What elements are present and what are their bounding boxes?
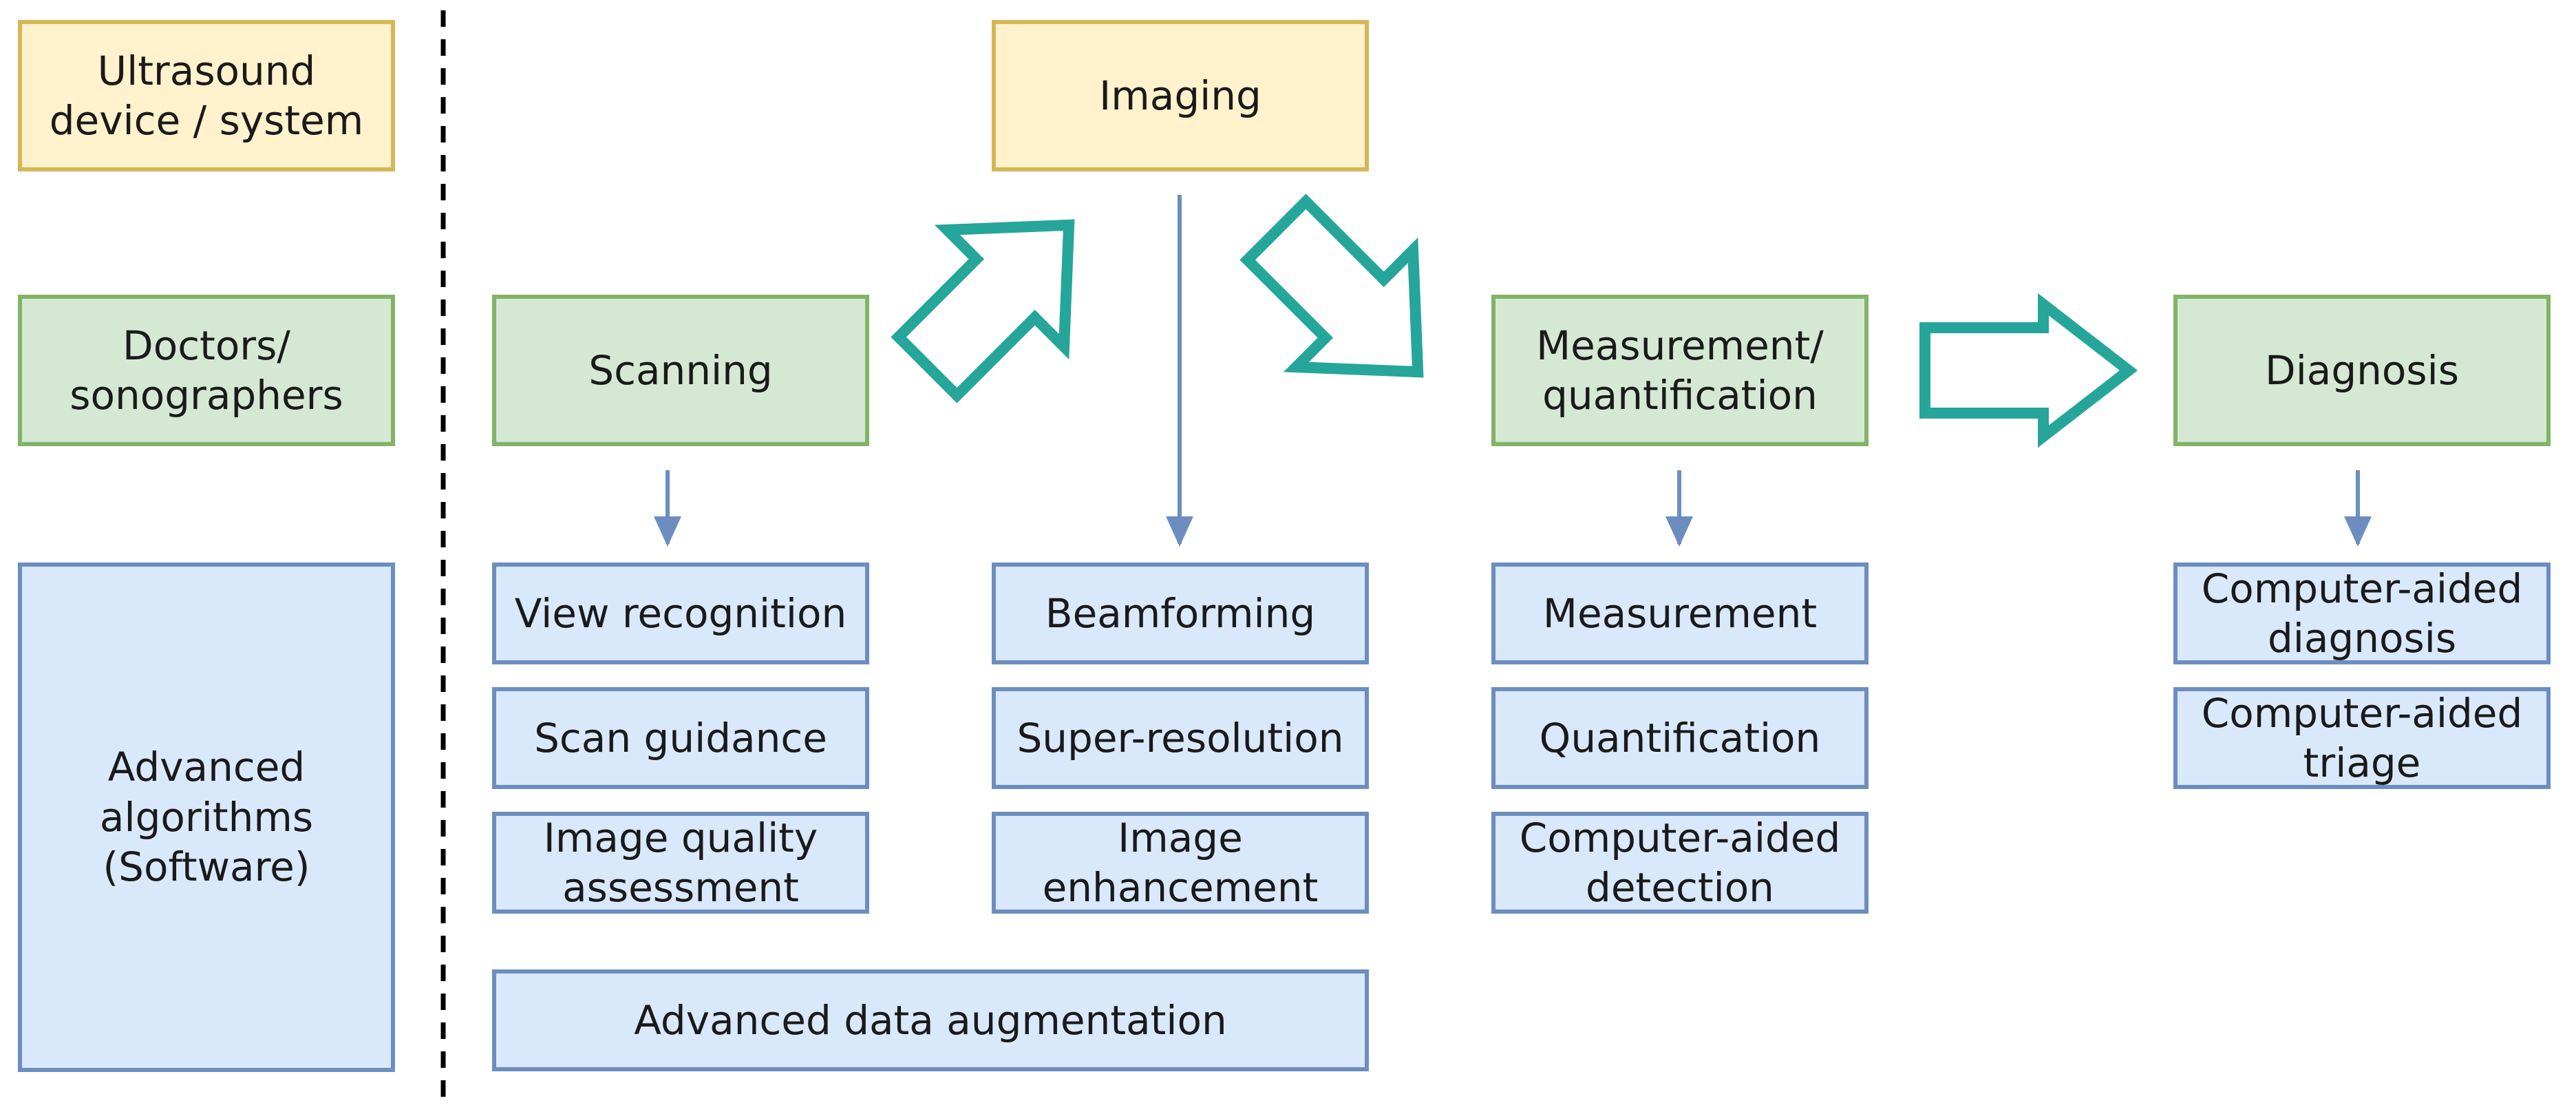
step-measurement-quantification: Measurement/ quantification: [1491, 295, 1869, 446]
algo-advanced-data-augmentation: Advanced data augmentation: [492, 969, 1369, 1071]
legend-ultrasound-device: Ultrasound device / system: [18, 20, 395, 171]
algo-quantification: Quantification: [1491, 687, 1869, 789]
algo-computer-aided-diagnosis: Computer-aided diagnosis: [2173, 563, 2551, 664]
scanning-to-imaging-arrow: [891, 219, 1075, 403]
algo-super-resolution: Super-resolution: [992, 687, 1369, 789]
measurement-to-diagnosis-arrow: [1919, 293, 2138, 448]
algo-measurement: Measurement: [1491, 563, 1869, 664]
algo-view-recognition: View recognition: [492, 563, 869, 664]
step-diagnosis: Diagnosis: [2173, 295, 2551, 446]
algo-computer-aided-detection: Computer-aided detection: [1491, 812, 1869, 914]
algo-beamforming: Beamforming: [992, 563, 1369, 664]
step-imaging: Imaging: [992, 20, 1369, 171]
legend-doctors-sonographers: Doctors/ sonographers: [18, 295, 395, 446]
legend-advanced-algorithms: Advanced algorithms (Software): [18, 563, 395, 1072]
imaging-to-measurement-arrow: [1239, 193, 1424, 378]
step-scanning: Scanning: [492, 295, 869, 446]
algo-computer-aided-triage: Computer-aided triage: [2173, 687, 2551, 789]
algo-image-quality-assessment: Image quality assessment: [492, 812, 869, 914]
algo-image-enhancement: Image enhancement: [992, 812, 1369, 914]
algo-scan-guidance: Scan guidance: [492, 687, 869, 789]
